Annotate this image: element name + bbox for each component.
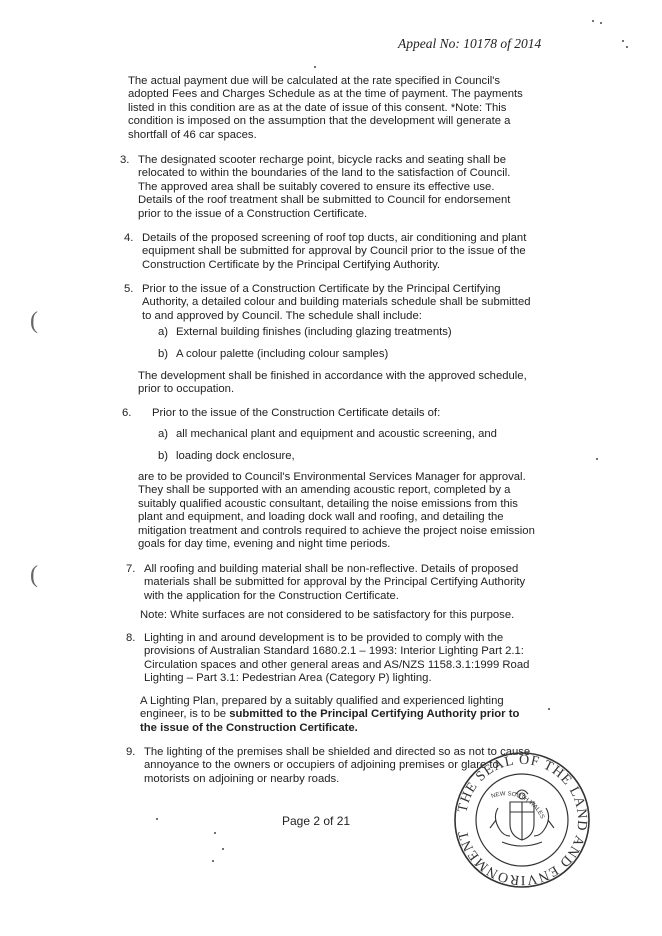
item-3-text: The designated scooter recharge point, b… [138,154,511,220]
item-6-number: 6. [122,407,132,419]
item-5-text: Prior to the issue of a Construction Cer… [142,283,531,322]
appeal-number: Appeal No: 10178 of 2014 [398,36,542,51]
subitem-text: loading dock enclosure, [176,450,295,462]
item-6-subitem-a: a) all mechanical plant and equipment and… [158,428,497,441]
coat-of-arms-icon [489,789,555,847]
scan-speck [156,818,158,820]
scan-speck [626,46,628,48]
item-8-after-bold: submitted to the Principal Certifying Au… [140,708,520,734]
item-9-number: 9. [126,746,136,758]
item-7-text: All roofing and building material shall … [144,563,526,602]
scan-mark: ( [30,562,38,588]
subitem-letter: b) [158,450,169,462]
item-8-after-plain: A Lighting Plan, prepared by a suitably … [140,695,504,721]
subitem-letter: b) [158,348,169,360]
item-6-subitem-b: b) loading dock enclosure, [158,450,295,463]
item-5-subitem-a: a) External building finishes (including … [158,326,452,339]
item-6-text: Prior to the issue of the Construction C… [152,407,441,419]
scan-speck [222,848,224,850]
item-4-number: 4. [124,232,134,244]
subitem-text: A colour palette (including colour sampl… [176,348,389,360]
item-7-note: Note: White surfaces are not considered … [140,609,515,621]
scan-speck [596,458,598,460]
scan-speck [592,20,594,22]
subitem-letter: a) [158,326,169,338]
item-8-text: Lighting in and around development is to… [144,632,530,685]
page-number: Page 2 of 21 [282,814,351,828]
item-5-subitem-b: b) A colour palette (including colour sam… [158,348,388,361]
court-seal-stamp: THE SEAL OF THE LAND AND ENVIRONMENT COU… [452,750,590,888]
seal-inner-ring [475,773,569,867]
item-8-number: 8. [126,632,136,644]
scan-speck [214,832,216,834]
item-8-after: A Lighting Plan, prepared by a suitably … [140,695,528,735]
item-6-after: are to be provided to Council's Environm… [138,471,535,551]
seal-inner-text: NEW SOUTH WALES [491,791,545,820]
item-9-text: The lighting of the premises shall be sh… [144,746,531,785]
item-4-text: Details of the proposed screening of roo… [142,232,527,271]
scan-speck [314,66,316,68]
item-5-after: The development shall be finished in acc… [138,370,527,396]
item-3-number: 3. [120,154,130,166]
item-7-number: 7. [126,563,136,575]
scan-speck [600,22,602,24]
item-5-number: 5. [124,283,134,295]
seal-outer-ring [454,752,590,888]
subitem-text: External building finishes (including gl… [176,326,452,338]
scan-mark: ( [30,308,38,334]
scan-speck [622,40,624,42]
intro-paragraph: The actual payment due will be calculate… [128,75,523,141]
scan-speck [548,708,550,710]
subitem-text: all mechanical plant and equipment and a… [176,428,497,440]
scan-speck [212,860,214,862]
subitem-letter: a) [158,428,169,440]
